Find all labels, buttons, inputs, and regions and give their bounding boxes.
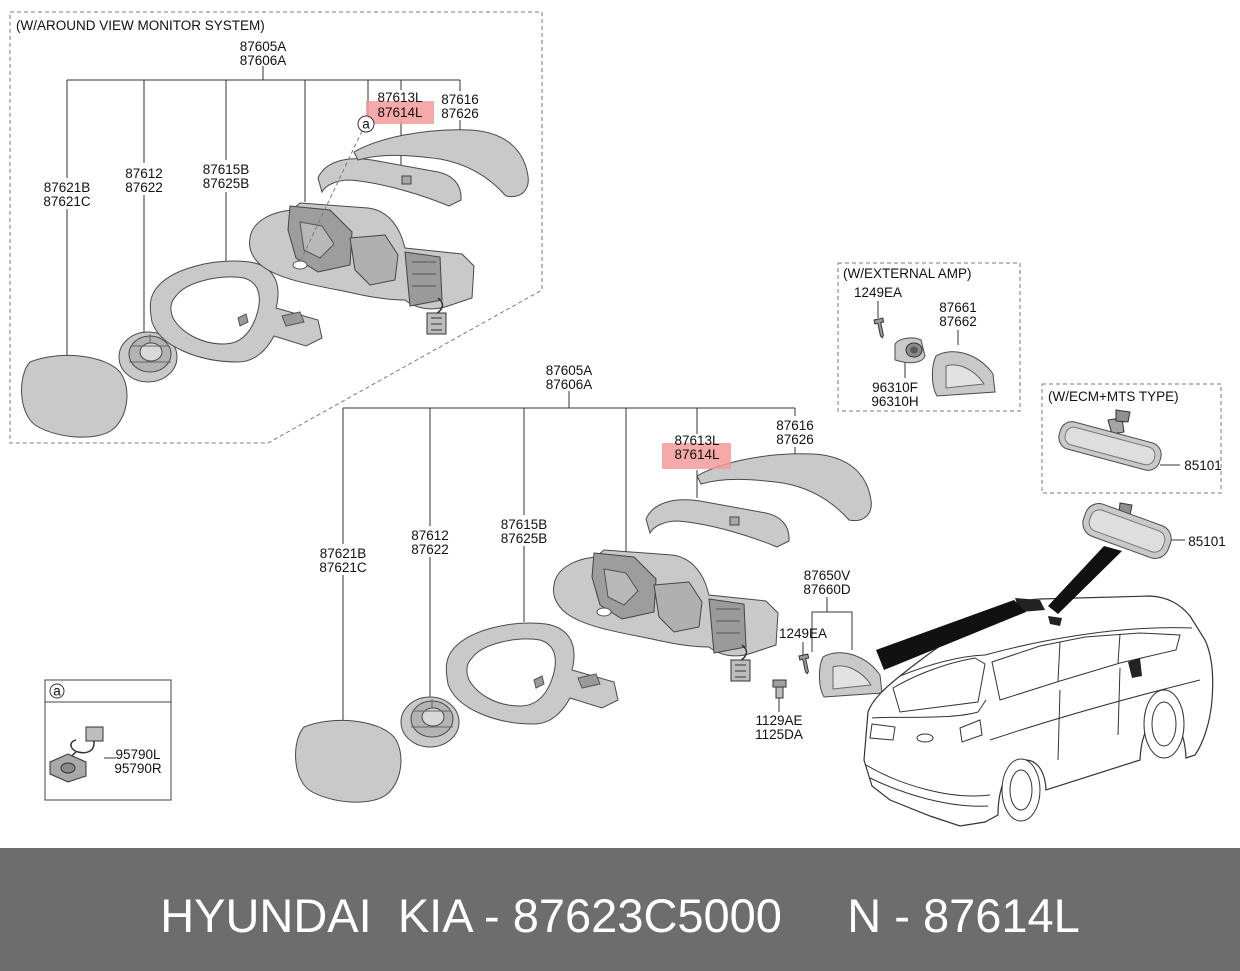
assembly-part-number: 87606A bbox=[546, 377, 593, 392]
inside-mirror-part-number: 85101 bbox=[1188, 534, 1226, 549]
glass-part-number: 87621C bbox=[319, 560, 367, 575]
lamp-part-number: 87613L bbox=[377, 90, 423, 105]
cover-part-number: 87661 bbox=[939, 300, 977, 315]
leader-lines bbox=[342, 391, 1185, 725]
bolt-part-number: 1125DA bbox=[755, 727, 803, 742]
actuator-part-number: 87622 bbox=[411, 542, 449, 557]
cover-part-number: 87662 bbox=[939, 314, 977, 329]
screw bbox=[873, 317, 888, 340]
actuator-part-number: 87612 bbox=[125, 166, 163, 181]
cover-part-number: 87626 bbox=[441, 106, 479, 121]
glass-part-number: 87621C bbox=[43, 194, 91, 209]
lower-cover-part-number: 87650V bbox=[804, 568, 851, 583]
screw bbox=[798, 653, 813, 676]
highlight-box bbox=[366, 101, 434, 124]
glass-part-number: 87621B bbox=[44, 180, 91, 195]
detail-a-section: a 95790L 95790R bbox=[44, 679, 172, 801]
lower-cover-part-number: 87660D bbox=[803, 582, 851, 597]
bolt-part-number: 1129AE bbox=[755, 713, 802, 728]
bolt bbox=[772, 679, 787, 699]
standard-mirror-section: 87605A 87606A 87621B 87621C 87612 87622 … bbox=[295, 363, 1185, 803]
harness-part-number: 95790R bbox=[114, 761, 162, 776]
callout-circle bbox=[49, 683, 65, 699]
section-title: (W/ECM+MTS TYPE) bbox=[1048, 389, 1179, 404]
glass-part-number: 87621B bbox=[320, 546, 367, 561]
turn-signal-lamp bbox=[645, 499, 790, 548]
lower-cover bbox=[818, 652, 883, 698]
location-pointer-inside-mirror bbox=[1048, 546, 1122, 614]
callout-pointer bbox=[299, 130, 363, 263]
cover-part-number: 87626 bbox=[776, 432, 814, 447]
amp-cover bbox=[931, 351, 996, 397]
amp-part-number: 96310F bbox=[872, 380, 918, 395]
actuator-part-number: 87622 bbox=[125, 180, 163, 195]
screw-part-number: 1249EA bbox=[854, 285, 902, 300]
exploded-parts-diagram: (W/AROUND VIEW MONITOR SYSTEM) 87605A 87… bbox=[9, 11, 1226, 827]
mirror-glass bbox=[295, 719, 402, 803]
callout-letter: a bbox=[53, 684, 61, 699]
cover-part-number: 87616 bbox=[776, 418, 814, 433]
wiring-harness-illustration bbox=[49, 726, 104, 783]
assembly-part-number: 87605A bbox=[546, 363, 593, 378]
actuator-part-number: 87612 bbox=[411, 528, 449, 543]
callout-circle bbox=[357, 115, 375, 133]
footer-part-reference: HYUNDAI KIA - 87623C5000 N - 87614L bbox=[160, 889, 1080, 942]
vehicle-illustration bbox=[863, 595, 1214, 827]
lamp-part-number-highlighted: 87614L bbox=[674, 447, 720, 462]
footer-bar: HYUNDAI KIA - 87623C5000 N - 87614L bbox=[0, 848, 1240, 971]
inside-mirror bbox=[1082, 502, 1172, 559]
harness-part-number: 95790L bbox=[115, 747, 161, 762]
turn-signal-lamp bbox=[317, 158, 462, 207]
lamp-part-number: 87613L bbox=[674, 433, 720, 448]
ecm-mts-section: (W/ECM+MTS TYPE) 85101 bbox=[1041, 383, 1222, 494]
external-amp-section: (W/EXTERNAL AMP) 1249EA 87661 87662 9631… bbox=[837, 262, 1021, 412]
section-boundary bbox=[1041, 383, 1222, 494]
section-title: (W/EXTERNAL AMP) bbox=[843, 266, 972, 281]
leader-lines bbox=[877, 301, 959, 378]
section-boundary bbox=[9, 11, 543, 444]
around-view-monitor-section: (W/AROUND VIEW MONITOR SYSTEM) 87605A 87… bbox=[9, 11, 543, 444]
assembly-part-number: 87605A bbox=[240, 39, 287, 54]
amplifier-module bbox=[894, 337, 926, 364]
mirror-part-number: 85101 bbox=[1184, 458, 1222, 473]
mirror-housing bbox=[552, 549, 779, 682]
mirror-glass bbox=[21, 354, 128, 438]
inside-rear-view-mirror-ecm bbox=[1058, 409, 1162, 471]
section-boundary bbox=[837, 262, 1021, 412]
frame-part-number: 87615B bbox=[501, 517, 548, 532]
detail-boundary bbox=[44, 679, 172, 801]
callout-letter: a bbox=[362, 117, 370, 132]
mirror-actuator bbox=[400, 696, 460, 748]
screw-part-number: 1249EA bbox=[779, 626, 827, 641]
section-title: (W/AROUND VIEW MONITOR SYSTEM) bbox=[16, 18, 265, 33]
leader-lines bbox=[66, 66, 461, 358]
location-pointer-outside-mirror bbox=[876, 600, 1026, 670]
cover-part-number: 87616 bbox=[441, 92, 479, 107]
lamp-part-number-highlighted: 87614L bbox=[377, 105, 423, 120]
frame-part-number: 87625B bbox=[501, 531, 548, 546]
highlight-box bbox=[662, 443, 731, 469]
frame-part-number: 87625B bbox=[203, 176, 250, 191]
mirror-frame bbox=[445, 622, 619, 725]
amp-part-number: 96310H bbox=[871, 394, 918, 409]
assembly-part-number: 87606A bbox=[240, 53, 287, 68]
frame-part-number: 87615B bbox=[203, 162, 250, 177]
